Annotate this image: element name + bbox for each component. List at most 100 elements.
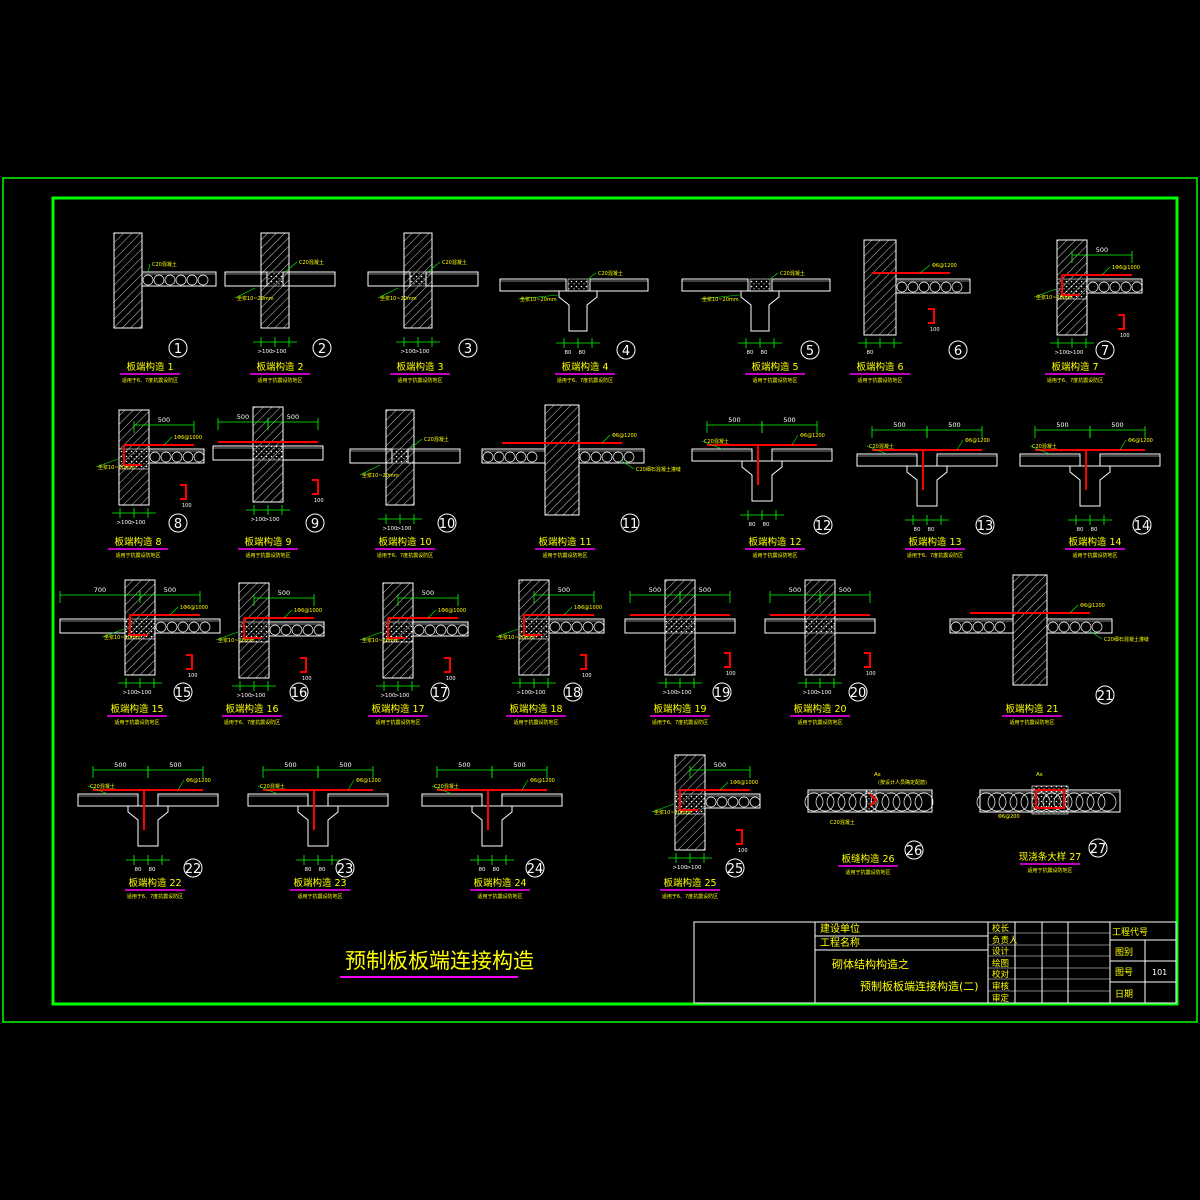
hollow-core-slab (949, 618, 1014, 634)
detail-note: 适用于抗震设防地区 (297, 893, 342, 900)
detail-note: 适用于抗震设防地区 (513, 719, 558, 726)
hook-dim: 100 (302, 676, 312, 682)
leader-line (101, 628, 125, 638)
dim-text: 700 (94, 586, 106, 594)
leader-text: 坐浆10~20mm (362, 472, 399, 479)
dim-text: 500 (237, 413, 249, 421)
detail-note: 适用于抗震设防地区 (752, 377, 797, 384)
leader-line (431, 785, 453, 795)
slab-core-hole (571, 621, 583, 633)
slab-core-hole (983, 621, 995, 633)
detail-number: 26 (906, 844, 923, 859)
leader-line (1069, 604, 1079, 614)
detail-number: 15 (175, 686, 192, 701)
detail-number-circle (437, 513, 457, 533)
dim-text: 80 (479, 867, 486, 873)
beam-section (906, 465, 948, 507)
slab-core-hole (446, 624, 458, 636)
slab-core-hole (848, 792, 868, 812)
beam-section (558, 290, 598, 332)
detail-caption: 板缝构造 26 (841, 853, 894, 865)
slab-core-hole (153, 274, 165, 286)
slab-core-hole (1047, 621, 1059, 633)
dim-text: >100 (400, 349, 416, 355)
detail-number-circle (725, 858, 745, 878)
detail-caption: 板端构造 16 (225, 703, 278, 715)
slab-core-hole (504, 451, 516, 463)
dim-text: >100 (236, 693, 252, 699)
wall-section (260, 232, 290, 329)
hook-dim: 100 (188, 673, 198, 679)
slab-core-hole (413, 624, 425, 636)
detail-caption: 板端构造 15 (110, 703, 163, 715)
slab-core-hole (424, 624, 436, 636)
detail-number-circle (616, 340, 636, 360)
role-7: 审定 (992, 993, 1010, 1004)
leader-text: 坐浆10~20mm (362, 637, 399, 644)
dim-text: >100 (676, 690, 692, 696)
slab-core-hole (623, 451, 635, 463)
dim-text: 500 (699, 586, 711, 594)
leader-line (701, 440, 723, 450)
dim-text: >100 (686, 865, 702, 871)
slab-core-hole (716, 796, 728, 808)
dim-text: >100 (414, 349, 430, 355)
hook-dim: 100 (182, 503, 192, 509)
detail-note: 适用于抗震设防地区 (857, 377, 902, 384)
dim-text: 500 (287, 413, 299, 421)
detail-caption: 板端构造 11 (538, 536, 591, 548)
slab-core-hole (188, 621, 200, 633)
detail-note: 适用于抗震设防地区 (1009, 719, 1054, 726)
dim-text: >100 (816, 690, 832, 696)
detail-number-circle (1132, 515, 1152, 535)
slab-core-hole (1086, 792, 1106, 812)
slab-core-hole (177, 621, 189, 633)
joint-concrete-label: C20混凝土 (830, 819, 855, 826)
leader-text: 1Φ6@1000 (1112, 265, 1140, 271)
beam-section (1069, 465, 1111, 507)
detail-caption: 板端构造 17 (371, 703, 424, 715)
detail-caption: 板端构造 6 (856, 361, 903, 373)
leader-line (699, 294, 741, 300)
detail-caption: 板端构造 8 (114, 536, 161, 548)
date-label: 日期 (1115, 989, 1133, 1000)
detail-number: 13 (977, 519, 994, 534)
leader-line (1089, 630, 1103, 640)
title-block: 建设单位 工程名称 砌体结构构造之 预制板板端连接构造(二) 校长 负责人 设计… (693, 921, 1177, 1004)
dim-text: 80 (761, 350, 768, 356)
leader-text: 坐浆10~20mm (104, 634, 141, 641)
detail-note: 适用于抗震设防地区 (542, 552, 587, 559)
leader-line (347, 779, 355, 791)
dim-text: 80 (749, 522, 756, 528)
detail-note: 适用于抗震设防地区 (1027, 867, 1072, 874)
dim-text: >100 (122, 690, 138, 696)
detail-number: 7 (1101, 344, 1109, 359)
leader-text: Φ6@1200 (612, 433, 637, 439)
detail-note: 适用于抗震设防地区 (257, 377, 302, 384)
hook-dim: 100 (866, 671, 876, 677)
slab-core-hole (951, 281, 963, 293)
hook-dim: 100 (314, 498, 324, 504)
detail-number: 14 (1134, 519, 1151, 534)
slab-core-hole (601, 451, 613, 463)
slab-core-hole (1075, 792, 1095, 812)
hook-dim: 100 (738, 848, 748, 854)
detail-caption: 板端构造 22 (128, 877, 181, 889)
detail-note: 适用于抗震设防地区 (752, 552, 797, 559)
detail-note: 适用于6、7度抗震设防区 (377, 552, 433, 559)
role-3: 设计 (992, 946, 1010, 957)
dim-text: >100 (250, 517, 266, 523)
role-6: 审核 (992, 981, 1010, 992)
detail-caption: 板端构造 1 (126, 361, 173, 373)
dim-text: 80 (747, 350, 754, 356)
slab-core-hole (881, 792, 901, 812)
grout-fill (409, 271, 427, 287)
dim-text: 80 (149, 867, 156, 873)
hook-dim: 100 (446, 676, 456, 682)
